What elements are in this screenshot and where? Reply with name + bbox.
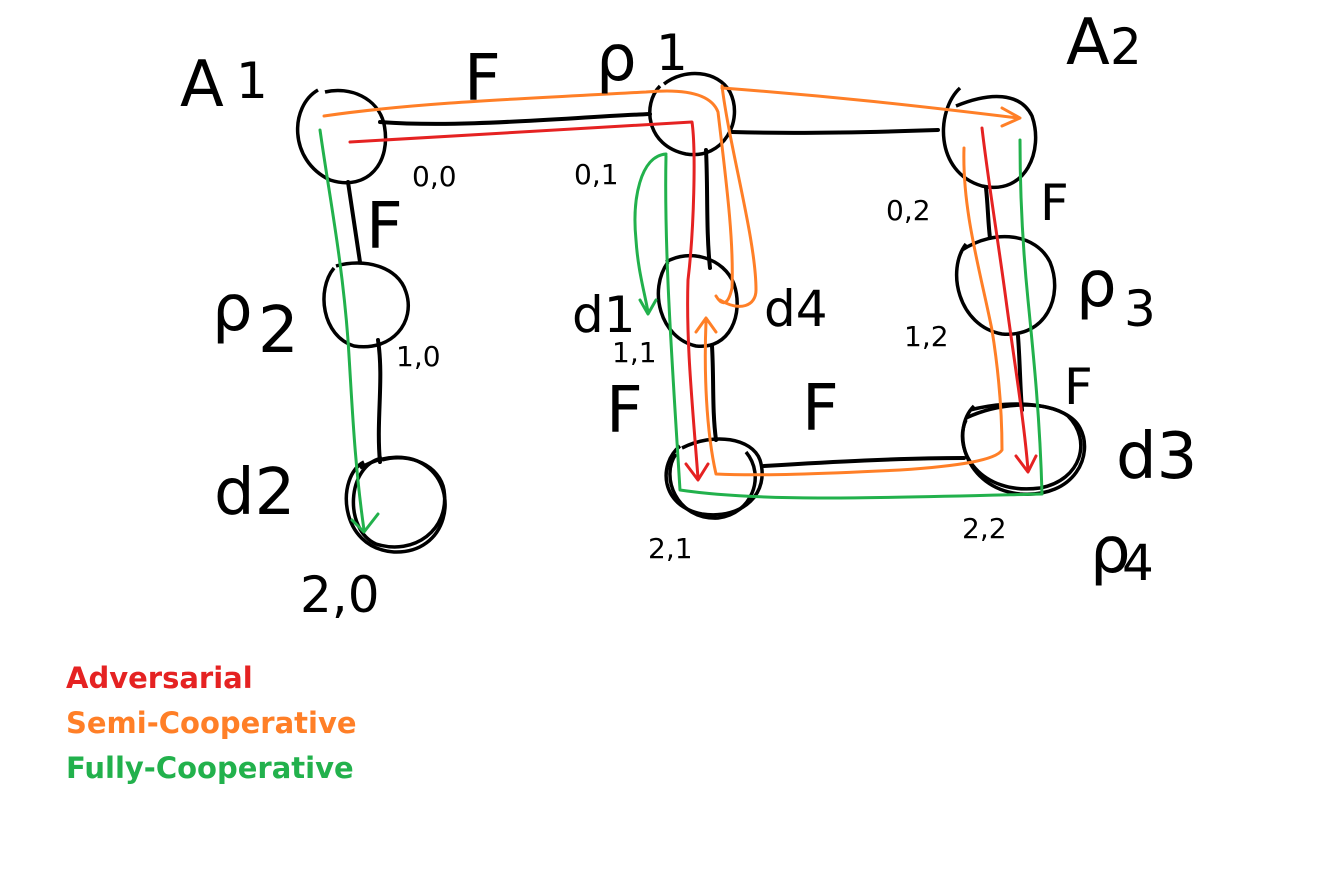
edge-p1-d1d4 xyxy=(704,148,712,270)
node-d3-inner xyxy=(960,403,1083,491)
coord-n21: 2,1 xyxy=(648,532,693,565)
adversarial-arrowhead-left xyxy=(684,462,710,482)
label-d1: d1 xyxy=(572,286,636,344)
node-p3 xyxy=(954,235,1057,336)
semi-cooperative-path-a2 xyxy=(720,86,1020,120)
adversarial-path-left xyxy=(348,120,700,480)
label-p4-symbol: ρ xyxy=(1090,514,1131,588)
fully-cooperative-path-d1 xyxy=(633,152,668,314)
label-p2-sub: 2 xyxy=(258,294,299,368)
coord-p1: 0,1 xyxy=(574,158,619,191)
coord-p2: 1,0 xyxy=(396,340,441,373)
edge-f-labels: F F F F F F xyxy=(366,42,1093,448)
edge-p1-a2 xyxy=(730,128,940,135)
label-a1-sub: 1 xyxy=(236,52,268,110)
coord-d2: 2,0 xyxy=(300,566,380,624)
legend: Adversarial Semi-Cooperative Fully-Coope… xyxy=(66,656,357,791)
semi-cooperative-path-loop xyxy=(718,84,758,308)
semi-cooperative-arrowhead-up xyxy=(694,316,718,334)
adversarial-arrowhead-right xyxy=(1014,454,1038,474)
semi-cooperative-path xyxy=(322,84,1022,477)
node-labels: A 1 ρ 1 A 2 ρ 2 d1 d4 ρ 3 d2 d3 ρ 4 xyxy=(180,6,1197,592)
label-d3: d3 xyxy=(1116,420,1197,494)
coord-p3: 1,2 xyxy=(904,320,949,353)
grid-nodes xyxy=(296,71,1087,554)
node-p2 xyxy=(322,261,410,349)
coord-d1d4: 1,1 xyxy=(612,336,657,369)
fully-cooperative-path-a1-d2 xyxy=(318,128,366,532)
label-d4: d4 xyxy=(764,280,828,338)
legend-adversarial: Adversarial xyxy=(66,661,253,695)
coord-a1: 0,0 xyxy=(412,160,457,193)
edge-a1-p2 xyxy=(346,180,362,264)
fully-cooperative-path-loop xyxy=(664,138,1044,500)
fully-cooperative-arrowhead-d1 xyxy=(638,298,658,316)
label-d2: d2 xyxy=(214,456,295,530)
fully-cooperative-path xyxy=(318,128,1044,534)
edge-label-f-a1-p1: F xyxy=(464,42,501,116)
semi-cooperative-arrowhead-a2 xyxy=(1000,106,1022,128)
legend-semi-cooperative: Semi-Cooperative xyxy=(66,706,357,740)
edge-label-f-d1d4-n21: F xyxy=(606,374,643,448)
adversarial-path xyxy=(348,120,1038,482)
edge-label-f-n21-d3: F xyxy=(802,372,839,446)
label-p2-symbol: ρ xyxy=(212,272,253,346)
coord-a2: 0,2 xyxy=(886,194,931,227)
edge-a1-p1 xyxy=(378,112,652,126)
edge-p2-d2 xyxy=(376,338,383,464)
legend-fully-cooperative: Fully-Cooperative xyxy=(66,751,354,785)
adversarial-path-right xyxy=(980,126,1030,472)
label-p1-sub: 1 xyxy=(656,24,688,82)
node-a1 xyxy=(296,88,388,185)
label-p1-symbol: ρ xyxy=(596,22,637,96)
label-p3-symbol: ρ xyxy=(1076,248,1117,322)
label-p4-sub: 4 xyxy=(1122,534,1154,592)
edge-label-f-p3-d3: F xyxy=(1064,358,1093,416)
node-p1 xyxy=(648,71,737,157)
fully-cooperative-arrowhead-d2 xyxy=(350,512,380,534)
node-n21-inner xyxy=(668,450,757,520)
node-d2-inner xyxy=(351,455,447,549)
semi-cooperative-path-top xyxy=(322,89,734,305)
label-a2-sub: 2 xyxy=(1110,18,1142,76)
edge-d1d4-n21 xyxy=(710,344,718,442)
label-p3-sub: 3 xyxy=(1124,280,1156,338)
label-a1-symbol: A xyxy=(180,48,224,122)
coordinate-labels: 0,0 0,1 0,2 1,0 1,1 1,2 2,0 2,1 2,2 xyxy=(300,158,1007,624)
label-a2-symbol: A xyxy=(1066,6,1110,80)
node-d1d4 xyxy=(656,253,739,348)
coord-d3p4: 2,2 xyxy=(962,512,1007,545)
semi-cooperative-path-down xyxy=(703,146,1004,477)
edge-n21-d3 xyxy=(762,456,966,468)
grid-edges xyxy=(346,112,1024,468)
edge-label-f-a1-p2: F xyxy=(366,190,403,264)
edge-label-f-a2-p3: F xyxy=(1040,174,1069,232)
edge-a2-p3 xyxy=(984,186,992,240)
